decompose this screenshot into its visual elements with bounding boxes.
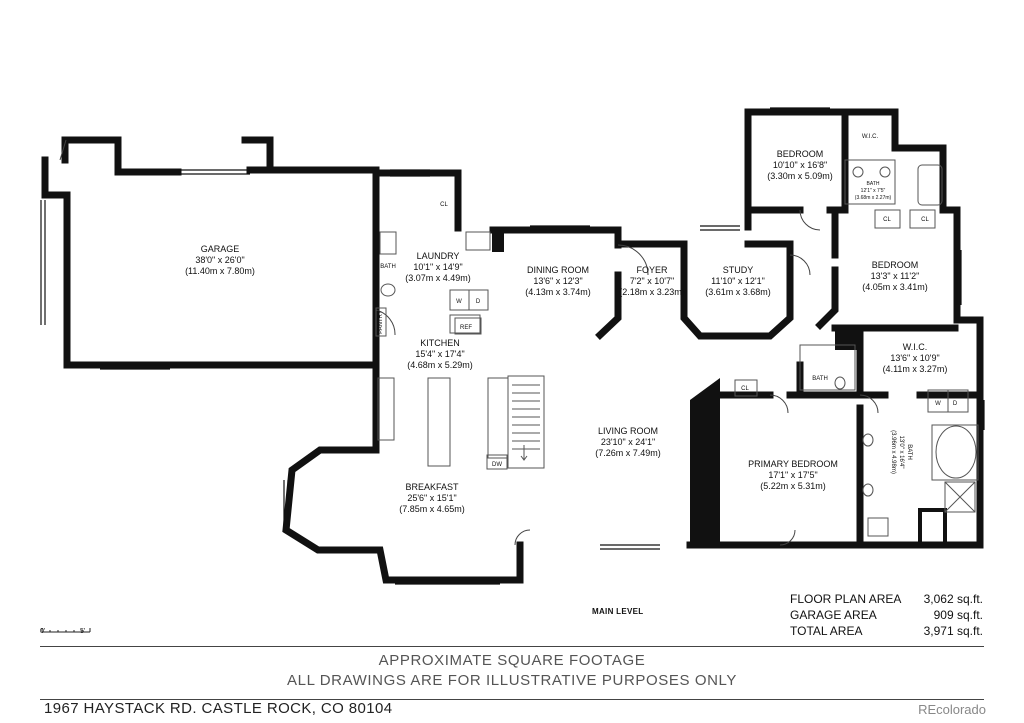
illustrative-disclaimer: ALL DRAWINGS ARE FOR ILLUSTRATIVE PURPOS… (287, 672, 737, 689)
svg-text:KITCHEN: KITCHEN (420, 338, 460, 348)
svg-text:13'3" x 11'2": 13'3" x 11'2" (871, 271, 920, 281)
svg-text:W.I.C.: W.I.C. (903, 342, 928, 352)
kitchen-label: KITCHEN 15'4" x 17'4" (4.68m x 5.29m) (407, 338, 473, 370)
svg-text:REF: REF (460, 325, 472, 331)
svg-text:38'0" x 26'0": 38'0" x 26'0" (195, 255, 244, 265)
svg-text:BEDROOM: BEDROOM (777, 149, 824, 159)
garage-area-label: GARAGE AREA (790, 608, 877, 622)
kitchen-island (427, 377, 451, 467)
svg-text:W: W (935, 401, 941, 407)
svg-text:FOYER: FOYER (636, 265, 668, 275)
svg-text:11'10" x 12'1": 11'10" x 12'1" (711, 276, 765, 286)
svg-text:13'6" x 12'3": 13'6" x 12'3" (533, 276, 582, 286)
floor-plan-area-value: 3,062 sq.ft. (923, 592, 983, 606)
study-label: STUDY 11'10" x 12'1" (3.61m x 3.68m) (705, 265, 771, 297)
living-room-label: LIVING ROOM 23'10" x 24'1" (7.26m x 7.49… (595, 426, 661, 458)
listing-credit: REcolorado (918, 702, 986, 717)
svg-text:W.I.C.: W.I.C. (862, 134, 879, 140)
foyer-label: FOYER 7'2" x 10'7" (2.18m x 3.23m) (619, 265, 685, 297)
doors (59, 139, 879, 546)
svg-text:PRIMARY BEDROOM: PRIMARY BEDROOM (748, 459, 838, 469)
svg-text:(7.26m x 7.49m): (7.26m x 7.49m) (595, 448, 661, 458)
svg-text:(3.30m x 5.09m): (3.30m x 5.09m) (767, 171, 833, 181)
svg-text:BATH: BATH (867, 181, 880, 187)
svg-text:CL: CL (741, 386, 749, 392)
divider-top (40, 646, 984, 647)
svg-text:(11.40m x 7.80m): (11.40m x 7.80m) (185, 266, 255, 276)
floor-plan: GARAGE 38'0" x 26'0" (11.40m x 7.80m) LA… (40, 107, 985, 633)
wic-label: W.I.C. 13'6" x 10'9" (4.11m x 3.27m) (883, 342, 948, 374)
svg-text:DINING ROOM: DINING ROOM (527, 265, 589, 275)
svg-text:CL: CL (883, 217, 891, 223)
floor-plan-area-label: FLOOR PLAN AREA (790, 592, 902, 606)
svg-text:BEDROOM: BEDROOM (872, 260, 919, 270)
svg-text:(3.68m x 2.27m): (3.68m x 2.27m) (855, 195, 892, 201)
svg-text:CL: CL (921, 217, 929, 223)
svg-text:15'4" x 17'4": 15'4" x 17'4" (415, 349, 464, 359)
svg-text:GARAGE: GARAGE (201, 244, 240, 254)
fixture-labels: BATH PANTRY REF DW W D CL W.I.C. CL CL C… (378, 134, 958, 468)
bath-small-label: BATH 12'1" x 7'5" (3.68m x 2.27m) (855, 181, 892, 201)
svg-text:(4.13m x 3.74m): (4.13m x 3.74m) (525, 287, 591, 297)
property-address: 1967 HAYSTACK RD. CASTLE ROCK, CO 80104 (44, 700, 393, 717)
svg-text:(3.96m x 4.98m): (3.96m x 4.98m) (890, 430, 896, 474)
staircase (507, 375, 545, 469)
primary-bedroom-label: PRIMARY BEDROOM 17'1" x 17'5" (5.22m x 5… (748, 459, 838, 491)
approx-footage-note: APPROXIMATE SQUARE FOOTAGE (378, 652, 646, 669)
total-area-label: TOTAL AREA (790, 624, 863, 638)
svg-text:(4.05m x 3.41m): (4.05m x 3.41m) (862, 282, 928, 292)
garage-walls (61, 136, 182, 176)
primary-bath-label: BATH 13'0" x 16'4" (3.96m x 4.98m) (890, 430, 912, 474)
svg-text:DW: DW (492, 462, 502, 468)
windows (40, 107, 985, 585)
svg-text:(5.22m x 5.31m): (5.22m x 5.31m) (760, 481, 826, 491)
svg-text:D: D (953, 401, 958, 407)
divider-bottom (40, 699, 984, 700)
svg-text:STUDY: STUDY (723, 265, 754, 275)
svg-text:LAUNDRY: LAUNDRY (417, 251, 460, 261)
svg-text:LIVING ROOM: LIVING ROOM (598, 426, 658, 436)
breakfast-label: BREAKFAST 25'6" x 15'1" (7.85m x 4.65m) (399, 482, 465, 514)
dining-room-label: DINING ROOM 13'6" x 12'3" (4.13m x 3.74m… (525, 265, 591, 297)
svg-text:CL: CL (440, 202, 448, 208)
svg-text:BATH: BATH (380, 264, 396, 270)
svg-text:7'2" x 10'7": 7'2" x 10'7" (630, 276, 674, 286)
svg-text:10'1" x 14'9": 10'1" x 14'9" (413, 262, 462, 272)
svg-text:W: W (456, 299, 462, 305)
fixtures (375, 159, 979, 537)
svg-text:BATH: BATH (906, 444, 912, 460)
scale-start-label: 0' (40, 628, 46, 635)
svg-text:13'6" x 10'9": 13'6" x 10'9" (890, 353, 939, 363)
level-label: MAIN LEVEL (592, 607, 644, 616)
garage-area-value: 909 sq.ft. (933, 608, 983, 622)
scale-end-label: 5' (80, 628, 86, 635)
scale-bar (41, 628, 91, 633)
svg-text:17'1" x 17'5": 17'1" x 17'5" (768, 470, 817, 480)
svg-text:(2.18m x 3.23m): (2.18m x 3.23m) (619, 287, 685, 297)
svg-text:12'1" x 7'5": 12'1" x 7'5" (861, 188, 886, 194)
svg-text:23'10" x 24'1": 23'10" x 24'1" (601, 437, 655, 447)
laundry-label: LAUNDRY 10'1" x 14'9" (3.07m x 4.49m) (405, 251, 471, 283)
total-area-value: 3,971 sq.ft. (923, 624, 983, 638)
svg-text:13'0" x 16'4": 13'0" x 16'4" (898, 436, 904, 469)
svg-text:(4.11m x 3.27m): (4.11m x 3.27m) (883, 364, 948, 374)
svg-text:BATH: BATH (812, 376, 828, 382)
svg-text:25'6" x 15'1": 25'6" x 15'1" (407, 493, 456, 503)
bedroom-north-label: BEDROOM 10'10" x 16'8" (3.30m x 5.09m) (767, 149, 833, 181)
svg-text:10'10" x 16'8": 10'10" x 16'8" (773, 160, 827, 170)
svg-text:BREAKFAST: BREAKFAST (405, 482, 459, 492)
svg-text:D: D (476, 299, 481, 305)
svg-text:(3.07m x 4.49m): (3.07m x 4.49m) (405, 273, 471, 283)
garage-walls-right (241, 136, 274, 174)
svg-text:(4.68m x 5.29m): (4.68m x 5.29m) (407, 360, 473, 370)
svg-text:PANTRY: PANTRY (378, 310, 384, 334)
svg-text:(3.61m x 3.68m): (3.61m x 3.68m) (705, 287, 771, 297)
bedroom-east-label: BEDROOM 13'3" x 11'2" (4.05m x 3.41m) (862, 260, 928, 292)
garage-label: GARAGE 38'0" x 26'0" (11.40m x 7.80m) (185, 244, 255, 276)
svg-text:(7.85m x 4.65m): (7.85m x 4.65m) (399, 504, 465, 514)
room-labels: GARAGE 38'0" x 26'0" (11.40m x 7.80m) LA… (185, 149, 947, 514)
